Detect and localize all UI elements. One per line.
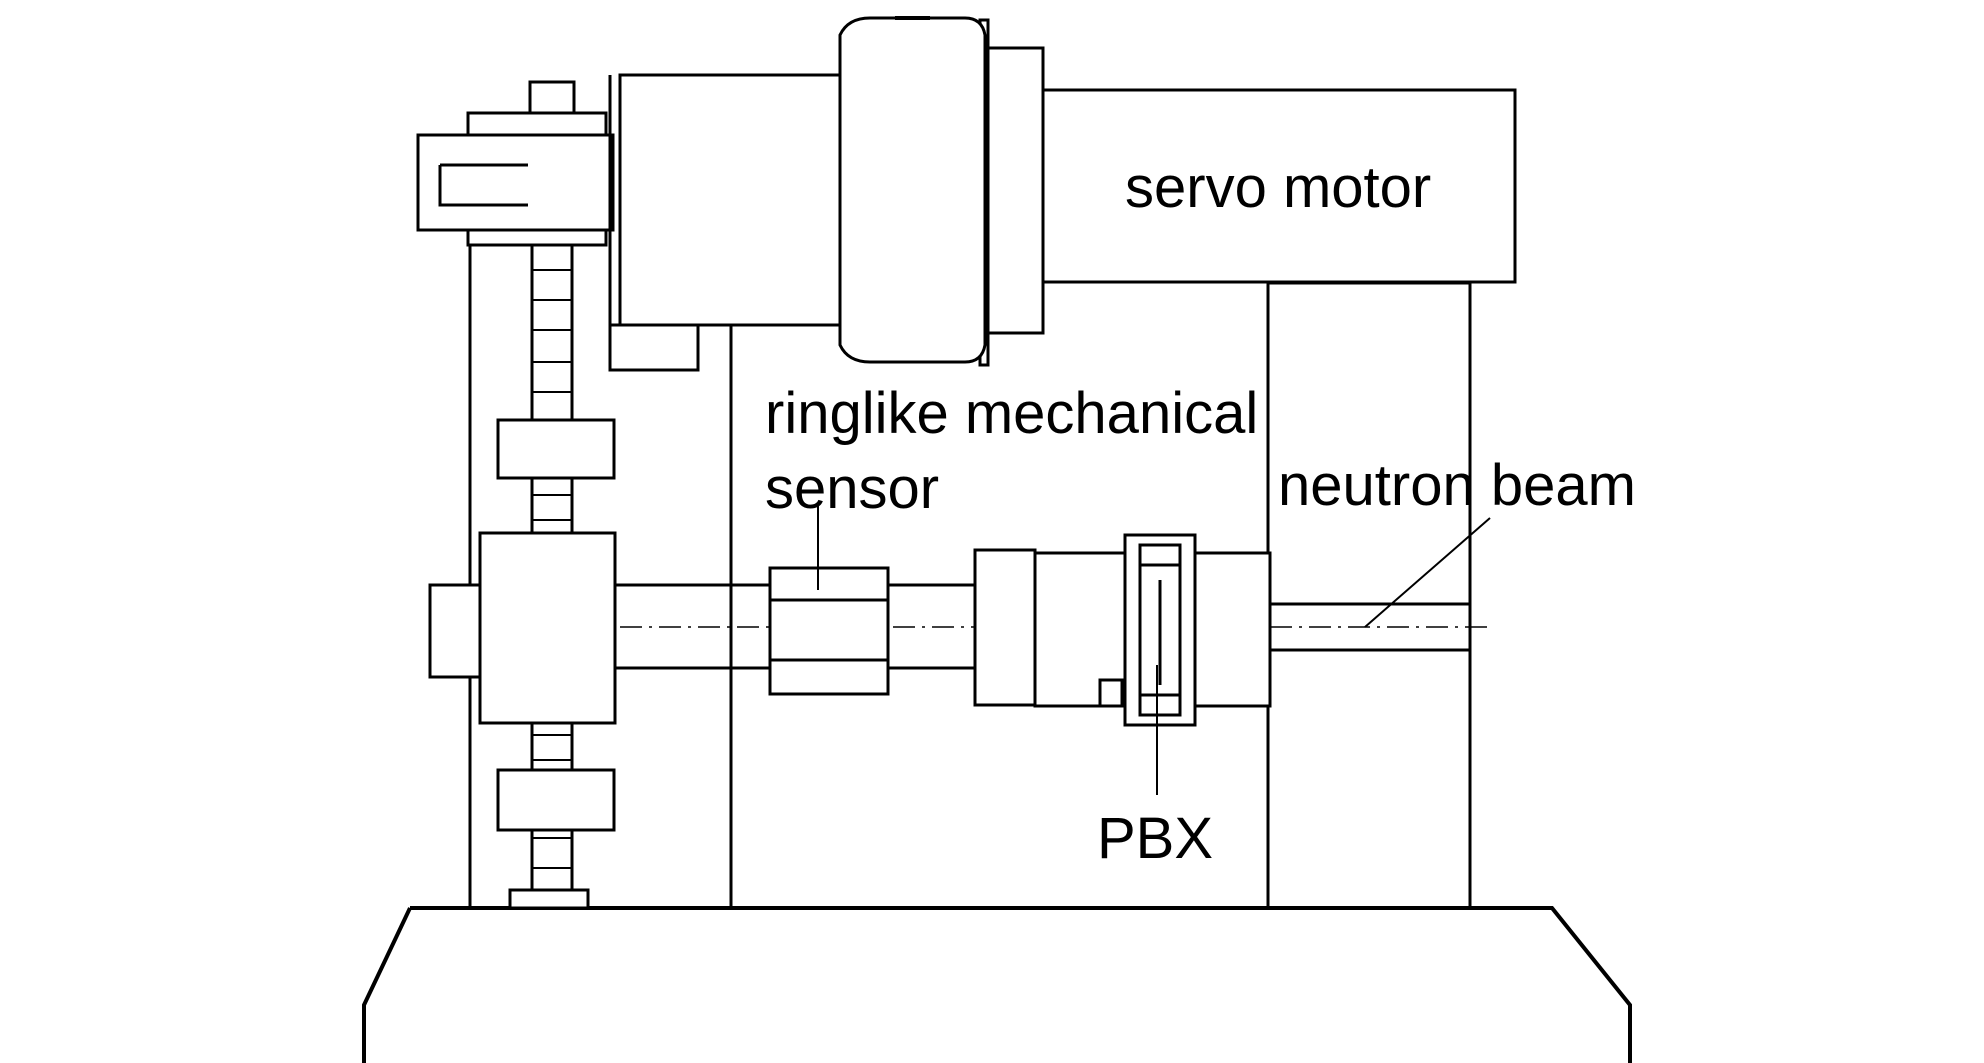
beam-leader-line bbox=[1364, 517, 1491, 628]
neutron-beam-label: neutron beam bbox=[1278, 453, 1636, 518]
sensor-label-line2: sensor bbox=[765, 456, 939, 521]
sensor-ring bbox=[768, 566, 890, 696]
neutron-beam-path bbox=[1270, 602, 1490, 652]
sample-holder bbox=[973, 533, 1272, 727]
carriage-block bbox=[428, 531, 617, 725]
servo-motor-label: servo motor bbox=[1125, 155, 1431, 220]
base-platform bbox=[362, 906, 1632, 1063]
top-bracket bbox=[416, 75, 700, 372]
pbx-label: PBX bbox=[1097, 806, 1213, 871]
servo-motor bbox=[618, 16, 1517, 367]
sensor-label-line1: ringlike mechanical bbox=[765, 381, 1258, 446]
